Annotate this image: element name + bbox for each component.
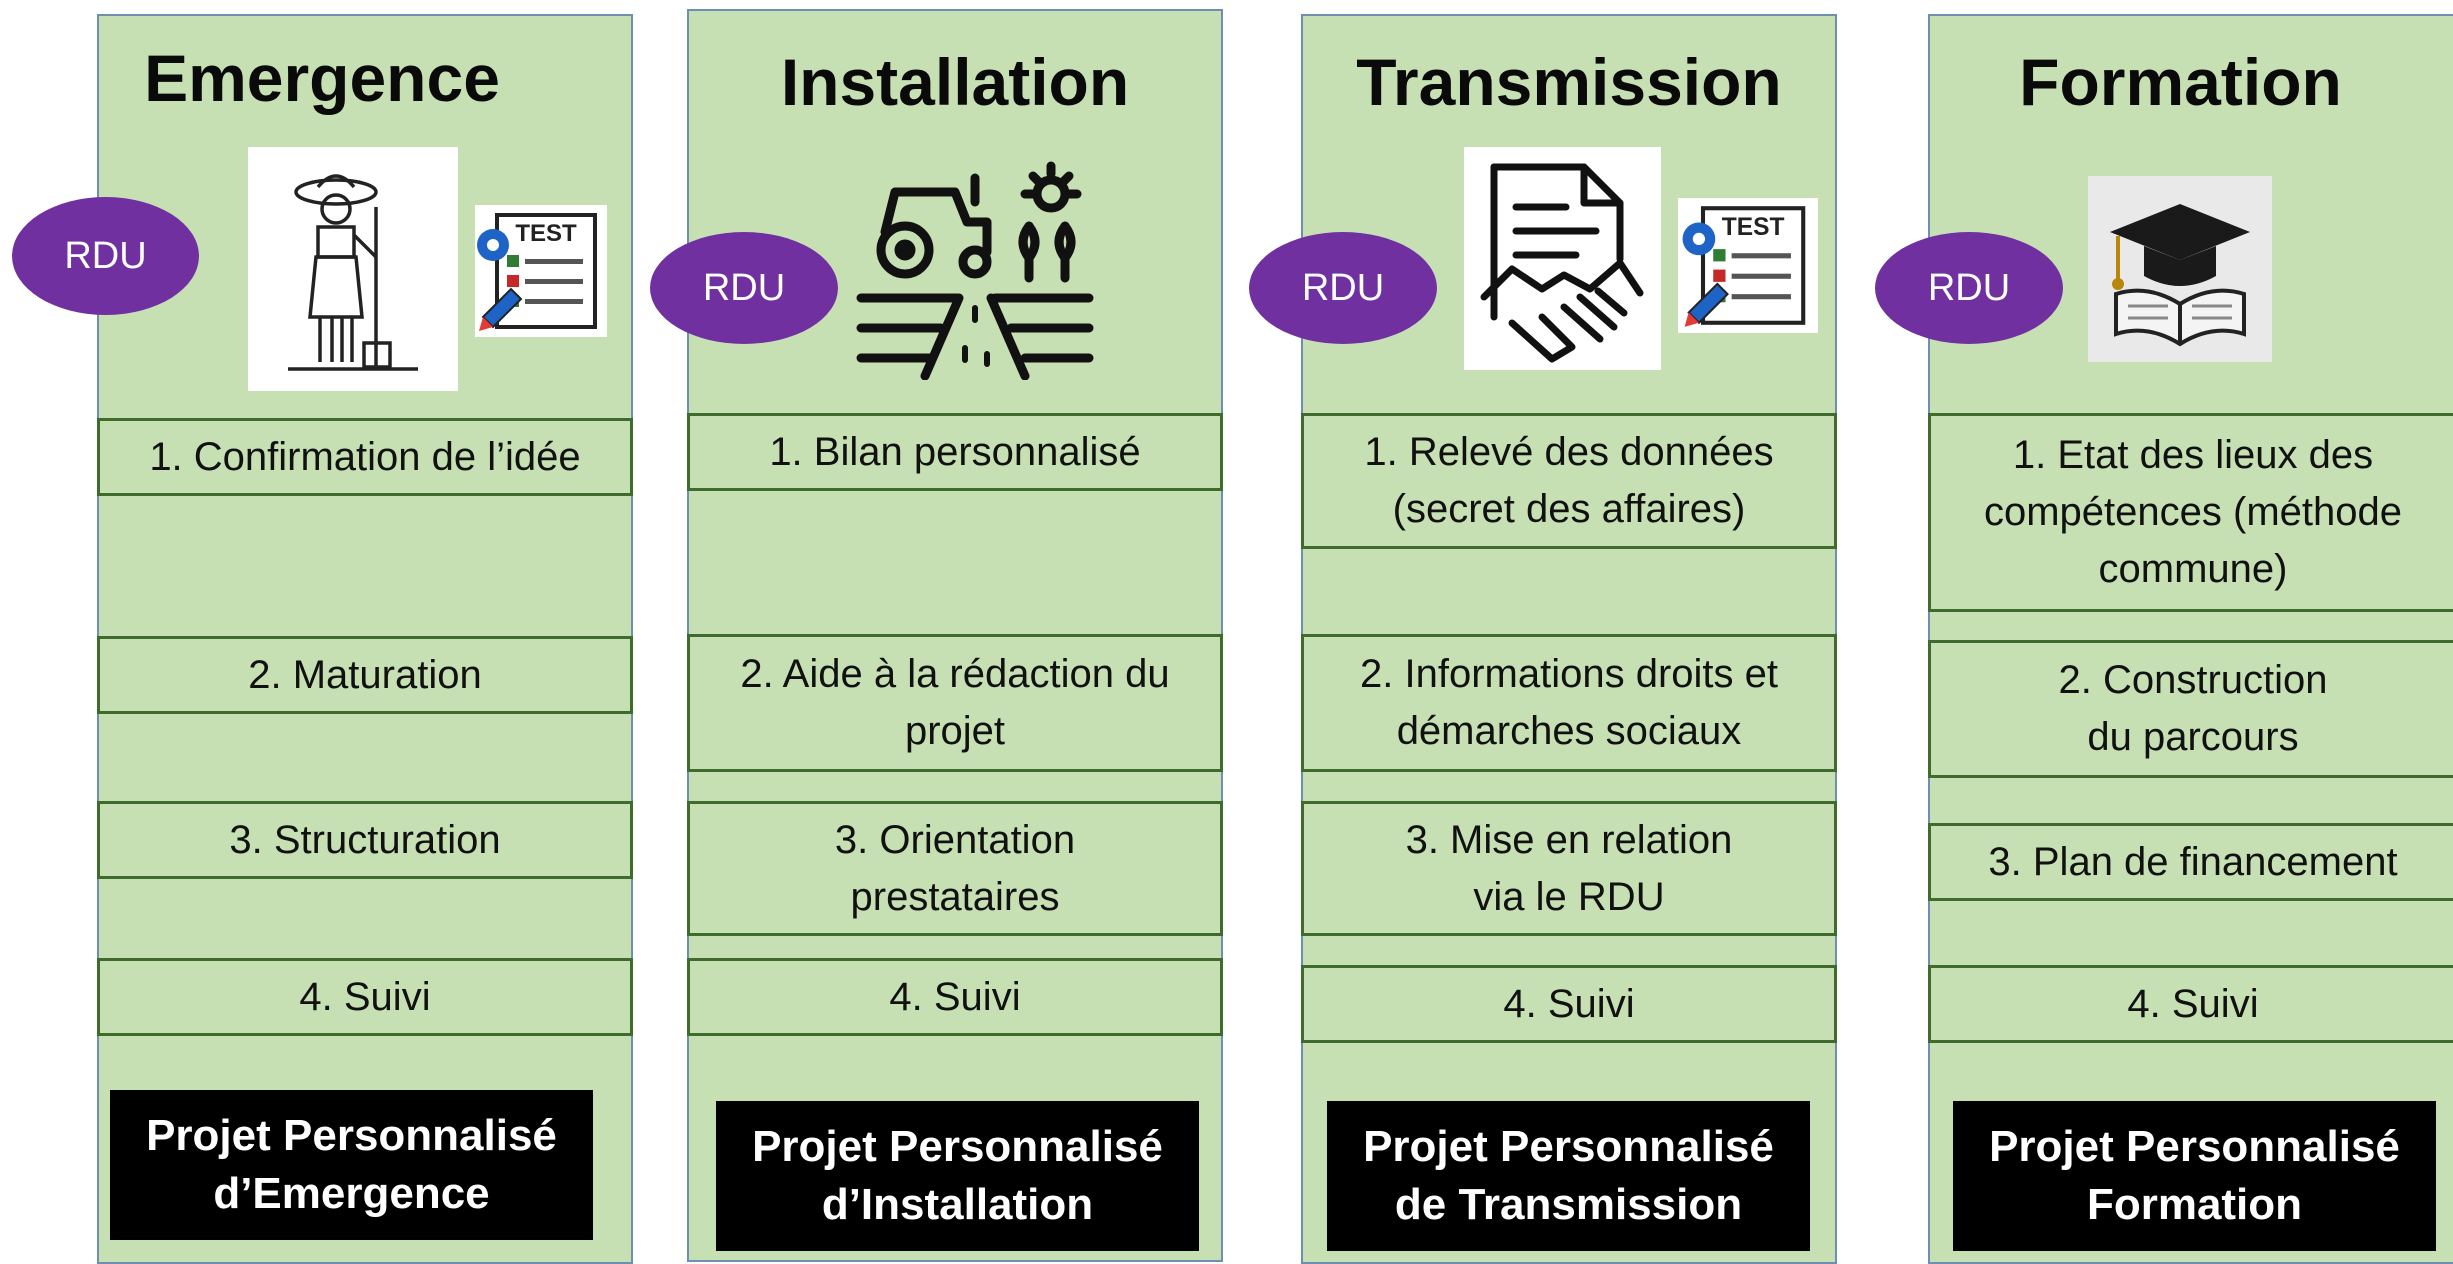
step-installation-4: 4. Suivi (687, 958, 1223, 1036)
test-checklist-icon: TEST (475, 205, 607, 337)
step-emergence-2: 2. Maturation (97, 636, 633, 714)
step-installation-1: 1. Bilan personnalisé (687, 413, 1223, 491)
step-formation-1: 1. Etat des lieux des compétences (métho… (1928, 413, 2453, 612)
tractor-field-icon (855, 158, 1095, 380)
step-installation-2: 2. Aide à la rédaction du projet (687, 634, 1223, 772)
step-formation-3: 3. Plan de financement (1928, 823, 2453, 901)
step-transmission-3: 3. Mise en relation via le RDU (1301, 801, 1837, 936)
rdu-badge-emergence: RDU (12, 197, 199, 315)
step-emergence-1: 1. Confirmation de l’idée (97, 418, 633, 496)
step-formation-2: 2. Construction du parcours (1928, 640, 2453, 778)
column-title-emergence: Emergence (144, 41, 500, 115)
column-title-formation: Formation (2019, 45, 2342, 119)
test-checklist-icon: TEST (1678, 198, 1818, 333)
step-installation-3: 3. Orientation prestataires (687, 801, 1223, 936)
column-title-installation: Installation (780, 45, 1130, 119)
rdu-badge-formation: RDU (1875, 232, 2063, 344)
project-label-emergence: Projet Personnalisé d’Emergence (110, 1090, 593, 1240)
column-title-transmission: Transmission (1356, 45, 1782, 119)
contract-handshake-icon (1464, 147, 1661, 370)
project-label-formation: Projet Personnalisé Formation (1953, 1101, 2436, 1251)
test-icon-label: TEST (515, 220, 577, 247)
step-transmission-1: 1. Relevé des données (secret des affair… (1301, 413, 1837, 549)
rdu-badge-installation: RDU (650, 232, 838, 344)
step-emergence-3: 3. Structuration (97, 801, 633, 879)
project-label-installation: Projet Personnalisé d’Installation (716, 1101, 1199, 1251)
step-emergence-4: 4. Suivi (97, 958, 633, 1036)
farmer-icon (248, 147, 458, 391)
step-formation-4: 4. Suivi (1928, 965, 2453, 1043)
graduation-cap-book-icon (2088, 176, 2272, 362)
step-transmission-4: 4. Suivi (1301, 965, 1837, 1043)
rdu-badge-transmission: RDU (1249, 232, 1437, 344)
test-icon-label: TEST (1722, 214, 1785, 241)
step-transmission-2: 2. Informations droits et démarches soci… (1301, 634, 1837, 772)
project-label-transmission: Projet Personnalisé de Transmission (1327, 1101, 1810, 1251)
